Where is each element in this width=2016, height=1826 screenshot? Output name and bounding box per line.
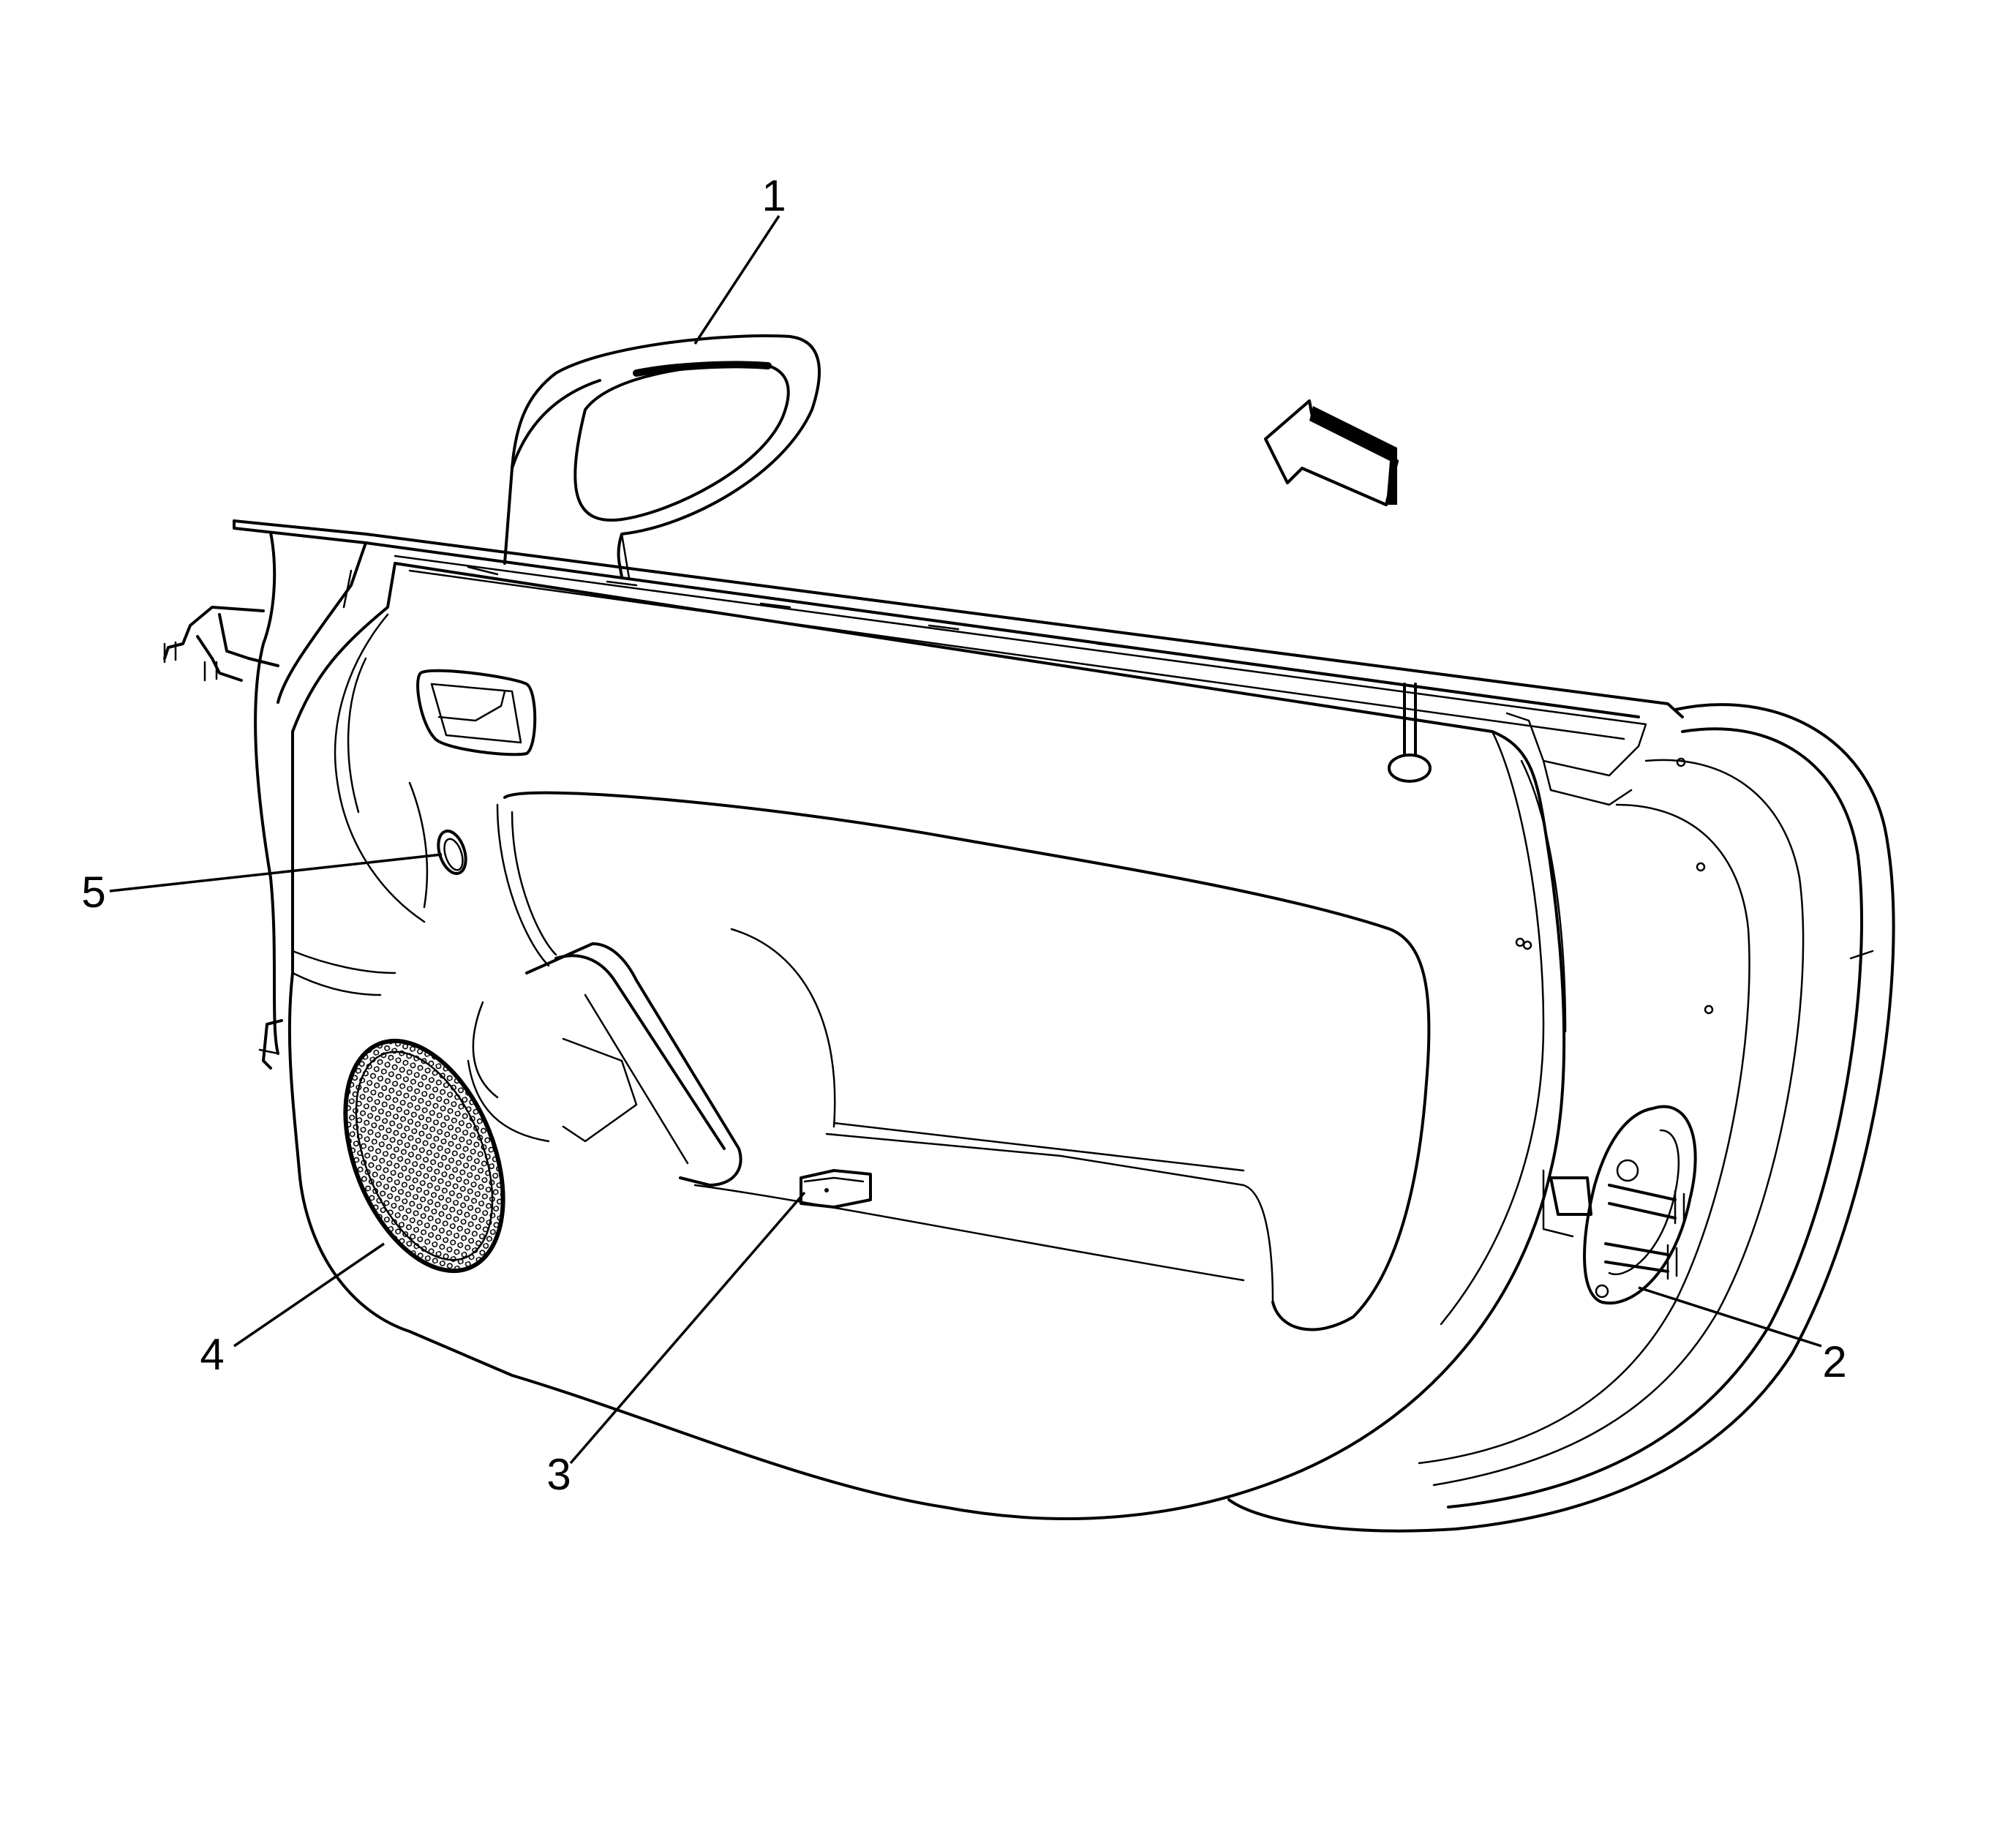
armrest-recess	[467, 791, 1431, 1331]
callout-2: 2	[1822, 1337, 1846, 1386]
leader-line-5	[109, 853, 443, 893]
plug-icon	[437, 829, 467, 876]
leader-line-2	[1638, 1286, 1822, 1348]
callout-3: 3	[546, 1450, 571, 1499]
leader-line-3	[569, 1191, 806, 1465]
window-switch-icon	[800, 1169, 872, 1209]
door-trim-panel	[287, 562, 1567, 1520]
leader-lines	[109, 215, 1822, 1465]
lock-knob-icon	[1388, 683, 1432, 783]
side-mirror-icon	[503, 334, 821, 579]
callout-5: 5	[81, 868, 105, 917]
door-outer-shell	[1227, 703, 1895, 1533]
speaker-grille-icon	[343, 1038, 505, 1274]
hinge-icon	[1542, 1105, 1697, 1305]
front-direction-arrow-icon	[1264, 399, 1399, 506]
belt-molding	[233, 519, 1684, 806]
callout-1: 1	[761, 171, 786, 220]
leader-line-4	[233, 1242, 385, 1348]
callouts: 1 2 3 4 5	[81, 171, 1846, 1499]
callout-4: 4	[200, 1330, 224, 1379]
door-front-end	[163, 531, 396, 1070]
door-handle-icon	[416, 669, 537, 756]
leader-line-1	[693, 215, 781, 345]
